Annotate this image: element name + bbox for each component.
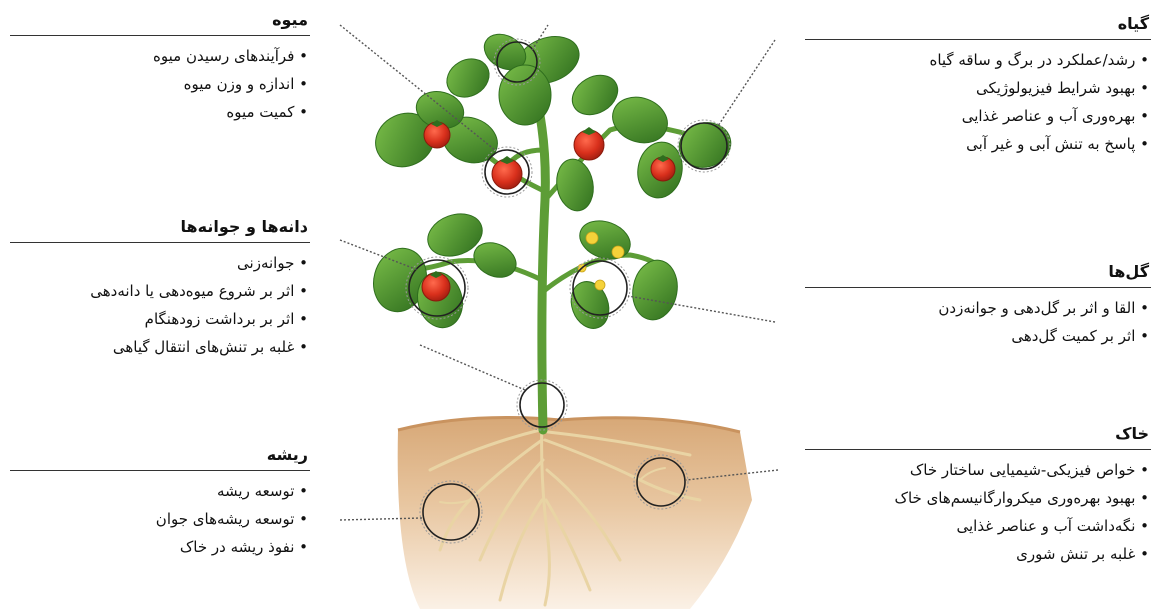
soil <box>398 418 752 609</box>
